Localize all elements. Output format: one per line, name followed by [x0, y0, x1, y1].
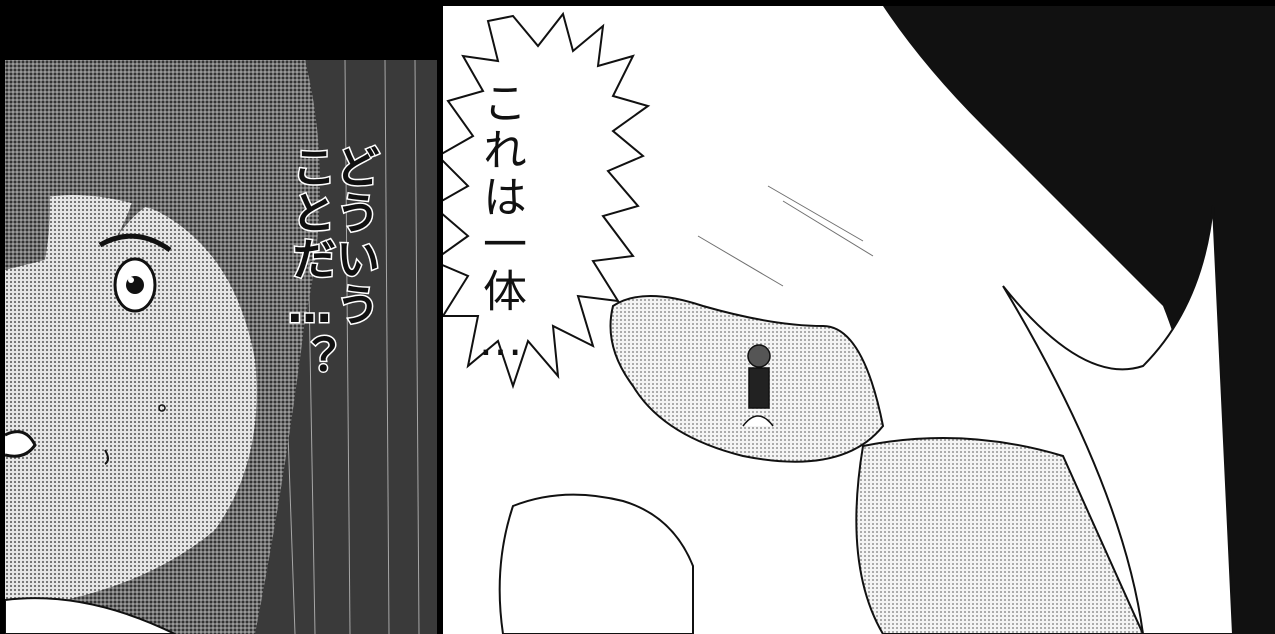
girl-closeup-illustration [5, 60, 437, 634]
speech-text-left: どういう ことだ…？ [283, 143, 381, 383]
hand-holding-tiny-person-illustration [443, 6, 1275, 634]
left-panel: どういう ことだ…？ [5, 60, 437, 634]
right-panel [443, 6, 1275, 634]
speech-text-right: これは一体… [475, 80, 526, 369]
tiny-person [742, 344, 774, 427]
speech-burst [443, 11, 651, 390]
